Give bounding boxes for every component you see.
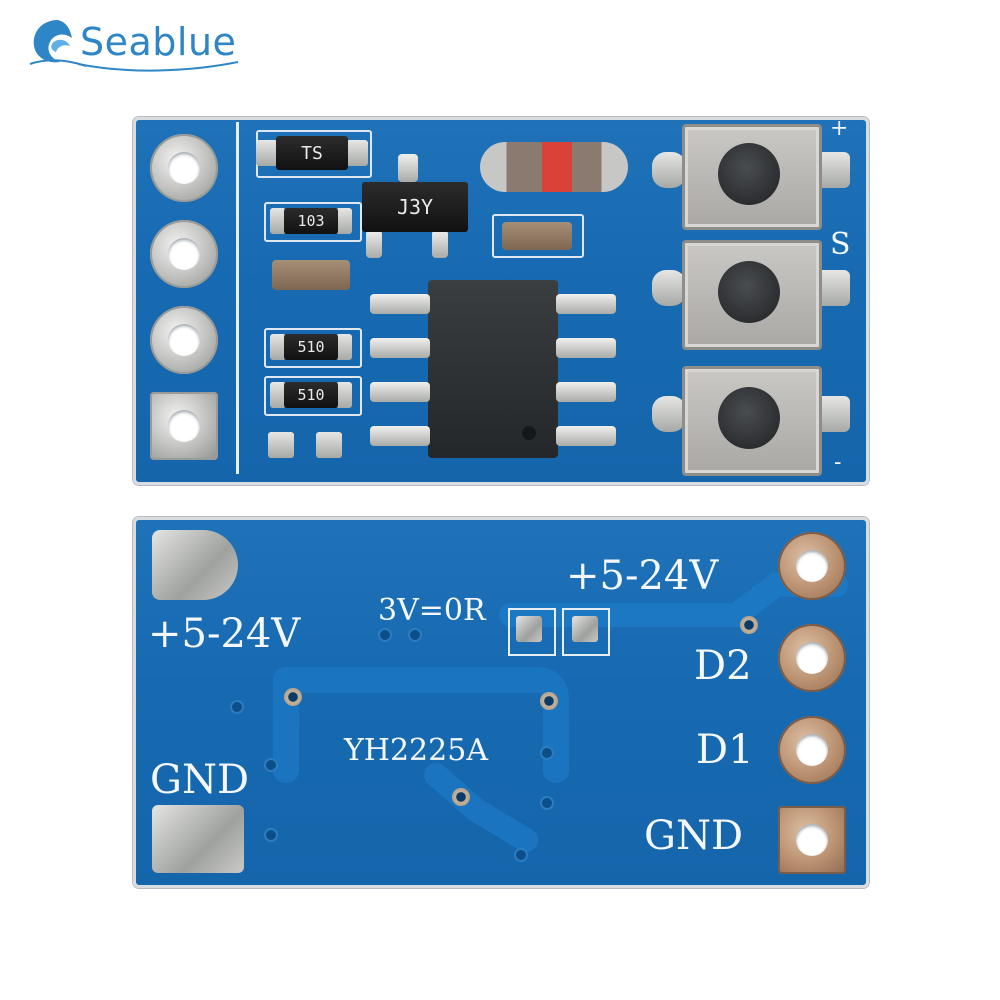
diode-chip: TS xyxy=(276,136,348,170)
brand-logo: Seablue xyxy=(28,10,238,72)
tactile-switch-set[interactable] xyxy=(682,240,822,350)
via xyxy=(516,850,526,860)
back-board: +5-24V +5-24V 3V=0R YH2225A GND D2 D1 GN… xyxy=(133,517,869,888)
solder-pad xyxy=(316,432,342,458)
ic-pin xyxy=(370,426,430,446)
ic-pin1-dot xyxy=(522,426,536,440)
solder-pad xyxy=(346,140,368,166)
via xyxy=(542,798,552,808)
jumper-outline xyxy=(562,608,610,656)
transistor-pin xyxy=(398,154,418,182)
transistor-chip: J3Y xyxy=(362,182,468,232)
header-pad xyxy=(150,220,218,288)
ic-pin xyxy=(556,338,616,358)
label-d2: D2 xyxy=(694,643,752,689)
switch-knob xyxy=(718,143,780,205)
via xyxy=(452,788,470,806)
capacitor xyxy=(272,260,350,290)
resistor-chip: 510 xyxy=(284,334,338,360)
tactile-switch-plus[interactable] xyxy=(682,124,822,230)
solder-pad xyxy=(270,382,286,408)
pcb-traces xyxy=(273,573,848,852)
jumper-pad xyxy=(572,616,598,642)
label-vin-left: +5-24V xyxy=(148,611,301,657)
header-pad-vin xyxy=(778,532,846,600)
transistor-pin xyxy=(432,230,448,258)
ic-pin xyxy=(556,382,616,402)
solder-pad xyxy=(256,140,278,166)
ic-pin xyxy=(370,382,430,402)
header-pad-square xyxy=(150,392,218,460)
via xyxy=(266,760,276,770)
switch-leg xyxy=(652,152,686,188)
ic-pin xyxy=(556,426,616,446)
switch-leg xyxy=(652,270,686,306)
solder-pad xyxy=(336,382,352,408)
label-gnd-left: GND xyxy=(150,757,250,803)
edge-mark-plus: + xyxy=(830,116,849,141)
switch-leg xyxy=(652,396,686,432)
capacitor xyxy=(502,222,572,250)
label-gnd-right: GND xyxy=(644,813,744,859)
silk-outline xyxy=(264,376,362,416)
solder-pad xyxy=(336,334,352,360)
gnd-solder-pad xyxy=(152,805,244,873)
via xyxy=(232,702,242,712)
solder-pad xyxy=(336,208,352,234)
ic-pin xyxy=(556,294,616,314)
via xyxy=(410,630,420,640)
transistor-pin xyxy=(366,230,382,258)
jumper-pad xyxy=(516,616,542,642)
silk-outline xyxy=(264,202,362,242)
brand-swoosh xyxy=(78,61,238,72)
vin-solder-pad xyxy=(152,530,238,600)
silk-divider xyxy=(236,122,239,474)
via xyxy=(540,692,558,710)
label-vin-right: +5-24V xyxy=(566,553,719,599)
switch-knob xyxy=(718,387,780,449)
via xyxy=(740,616,758,634)
resistor-chip: 510 xyxy=(284,382,338,408)
edge-mark-minus: - xyxy=(834,450,842,475)
solder-pad xyxy=(270,334,286,360)
header-pad-d1 xyxy=(778,716,846,784)
tactile-switch-minus[interactable] xyxy=(682,366,822,476)
jumper-outline xyxy=(508,608,556,656)
silk-outline xyxy=(492,214,584,258)
label-d1: D1 xyxy=(696,727,754,773)
brand-name: Seablue xyxy=(80,20,237,64)
melf-diode xyxy=(480,142,628,192)
solder-pad xyxy=(270,208,286,234)
ic-pin xyxy=(370,294,430,314)
front-board: TS 103 510 510 J3Y + xyxy=(133,117,869,485)
resistor-chip: 103 xyxy=(284,208,338,234)
header-pad xyxy=(150,306,218,374)
switch-knob xyxy=(718,261,780,323)
header-pad-d2 xyxy=(778,624,846,692)
solder-pad xyxy=(268,432,294,458)
header-pad xyxy=(150,134,218,202)
label-jumper-note: 3V=0R xyxy=(378,593,486,628)
silk-outline xyxy=(264,328,362,368)
header-pad-gnd xyxy=(778,806,846,874)
via xyxy=(284,688,302,706)
edge-mark-s: S xyxy=(830,227,851,262)
ic-chip xyxy=(428,280,558,458)
label-part-number: YH2225A xyxy=(344,733,488,768)
via xyxy=(542,748,552,758)
via xyxy=(266,830,276,840)
via xyxy=(380,630,390,640)
ic-pin xyxy=(370,338,430,358)
